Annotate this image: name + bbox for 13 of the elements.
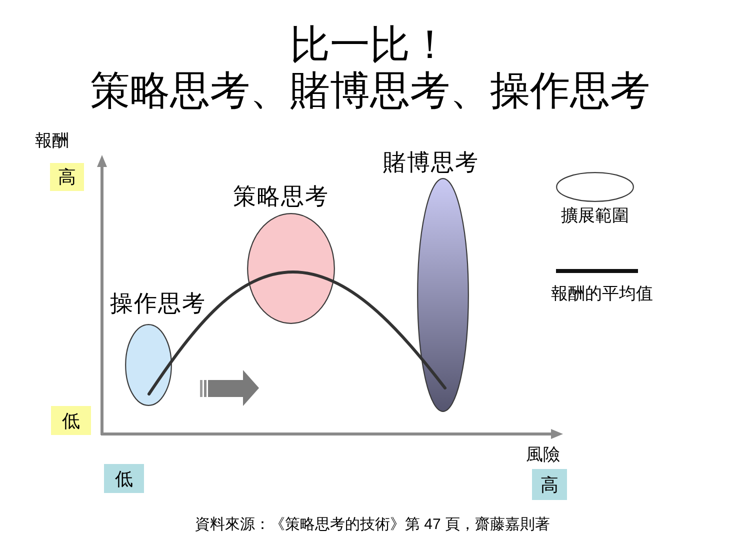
title: 比一比！策略思考、賭博思考、操作思考 — [89, 22, 651, 114]
level-box: 高 — [50, 163, 84, 191]
legend-label: 擴展範圍 — [561, 205, 629, 226]
level-box: 低 — [51, 406, 91, 435]
node-label: 操作思考 — [110, 290, 206, 317]
axis-label: 報酬 — [35, 130, 69, 151]
node-label: 策略思考 — [233, 183, 329, 210]
legend-label: 報酬的平均值 — [551, 283, 653, 304]
source-note: 資料來源：《策略思考的技術》第 47 頁，齋藤嘉則著 — [195, 515, 550, 534]
level-box: 低 — [104, 464, 144, 493]
axis-label: 風險 — [526, 444, 560, 465]
node-label: 賭博思考 — [383, 149, 479, 176]
level-box: 高 — [532, 469, 567, 500]
